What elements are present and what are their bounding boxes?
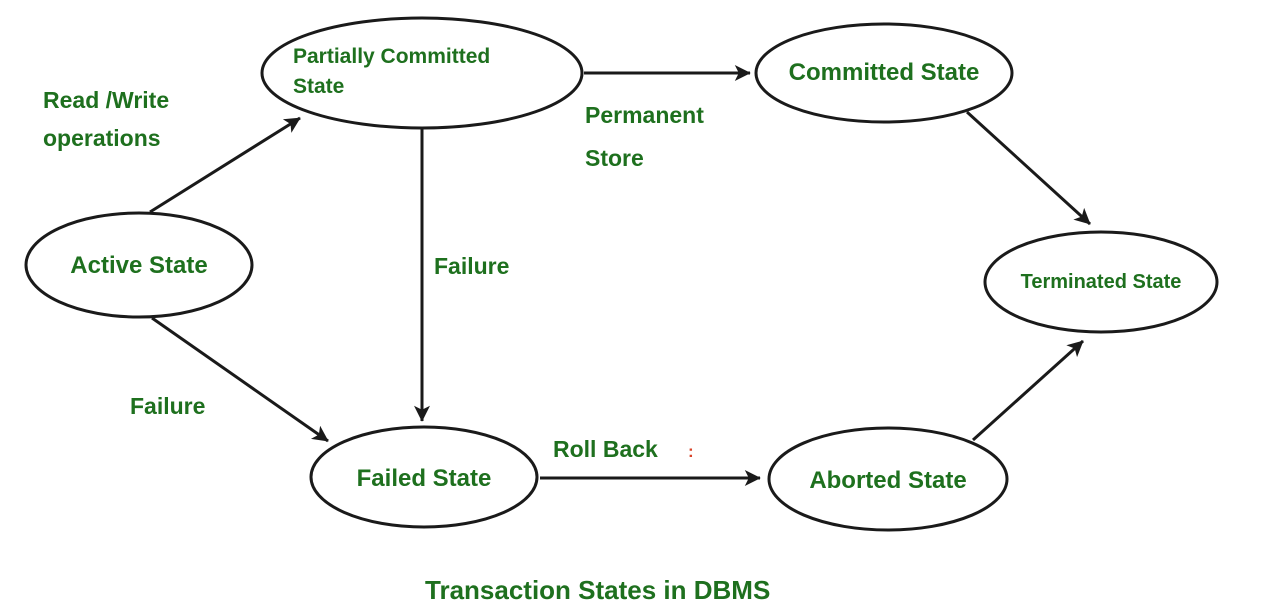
edge-active-to-partially-committed xyxy=(149,116,301,214)
read-write-operations-label: Read /Write operations xyxy=(43,87,170,151)
node-aborted-state xyxy=(767,426,1009,532)
node-partially-committed-state xyxy=(260,16,584,130)
committed-state-label: Committed State xyxy=(788,59,980,86)
node-terminated-state xyxy=(983,230,1219,334)
aborted-state-label: Aborted State xyxy=(809,467,967,494)
node-active-state xyxy=(24,211,254,319)
edge-committed-to-terminated xyxy=(965,110,1092,226)
node-committed-state xyxy=(754,22,1014,124)
partially-committed-state-label: Partially Committed State xyxy=(293,45,491,99)
edge-active-to-failed xyxy=(151,316,329,443)
roll-back-label: Roll Back xyxy=(553,436,658,462)
failed-state-label: Failed State xyxy=(356,465,492,492)
edge-aborted-to-terminated xyxy=(971,339,1085,442)
diagram-title: Transaction States in DBMS xyxy=(425,575,771,605)
permanent-store-label: Permanent Store xyxy=(585,102,704,171)
terminated-state-label: Terminated State xyxy=(1020,271,1182,293)
node-failed-state xyxy=(309,425,539,529)
active-state-label: Active State xyxy=(70,252,208,279)
stray-mark: : xyxy=(688,442,694,461)
failure-lower-label: Failure xyxy=(130,393,206,419)
failure-mid-label: Failure xyxy=(434,253,510,279)
